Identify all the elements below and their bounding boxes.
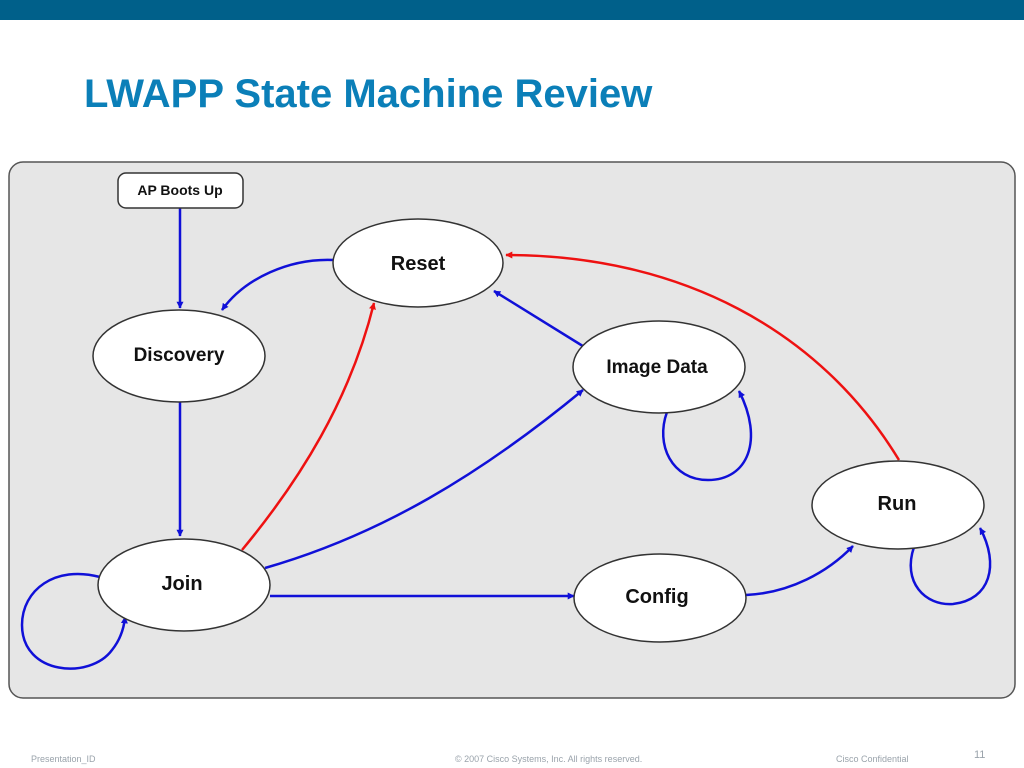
node-join: Join [97,538,271,632]
start-label: AP Boots Up [137,182,222,198]
loop-image-data [662,390,753,482]
loop-join [20,572,128,670]
node-image-data-label: Image Data [606,357,708,378]
loop-run [909,527,992,606]
node-run-label: Run [878,493,917,515]
top-accent-bar [0,0,1024,20]
footer-copyright: © 2007 Cisco Systems, Inc. All rights re… [455,754,643,764]
footer-presentation-id: Presentation_ID [31,754,96,764]
node-discovery-label: Discovery [134,345,225,366]
node-reset: Reset [332,218,504,308]
node-config: Config [573,553,747,643]
edge-config-to-run [745,545,854,597]
edge-image-data-to-reset [493,289,587,350]
slide-title: LWAPP State Machine Review [84,72,653,116]
node-discovery: Discovery [92,309,266,403]
footer-page-number: 11 [974,749,986,761]
node-config-label: Config [625,586,688,608]
footer-confidential: Cisco Confidential [836,754,909,764]
node-join-label: Join [161,573,202,595]
edge-join-to-image-data [264,389,584,570]
node-reset-label: Reset [391,253,446,275]
node-run: Run [811,460,985,550]
edge-reset-to-discovery [220,258,335,311]
edge-join-to-reset [241,302,376,551]
edge-run-to-reset [505,251,901,461]
node-image-data: Image Data [572,320,746,414]
start-box: AP Boots Up [117,172,244,209]
